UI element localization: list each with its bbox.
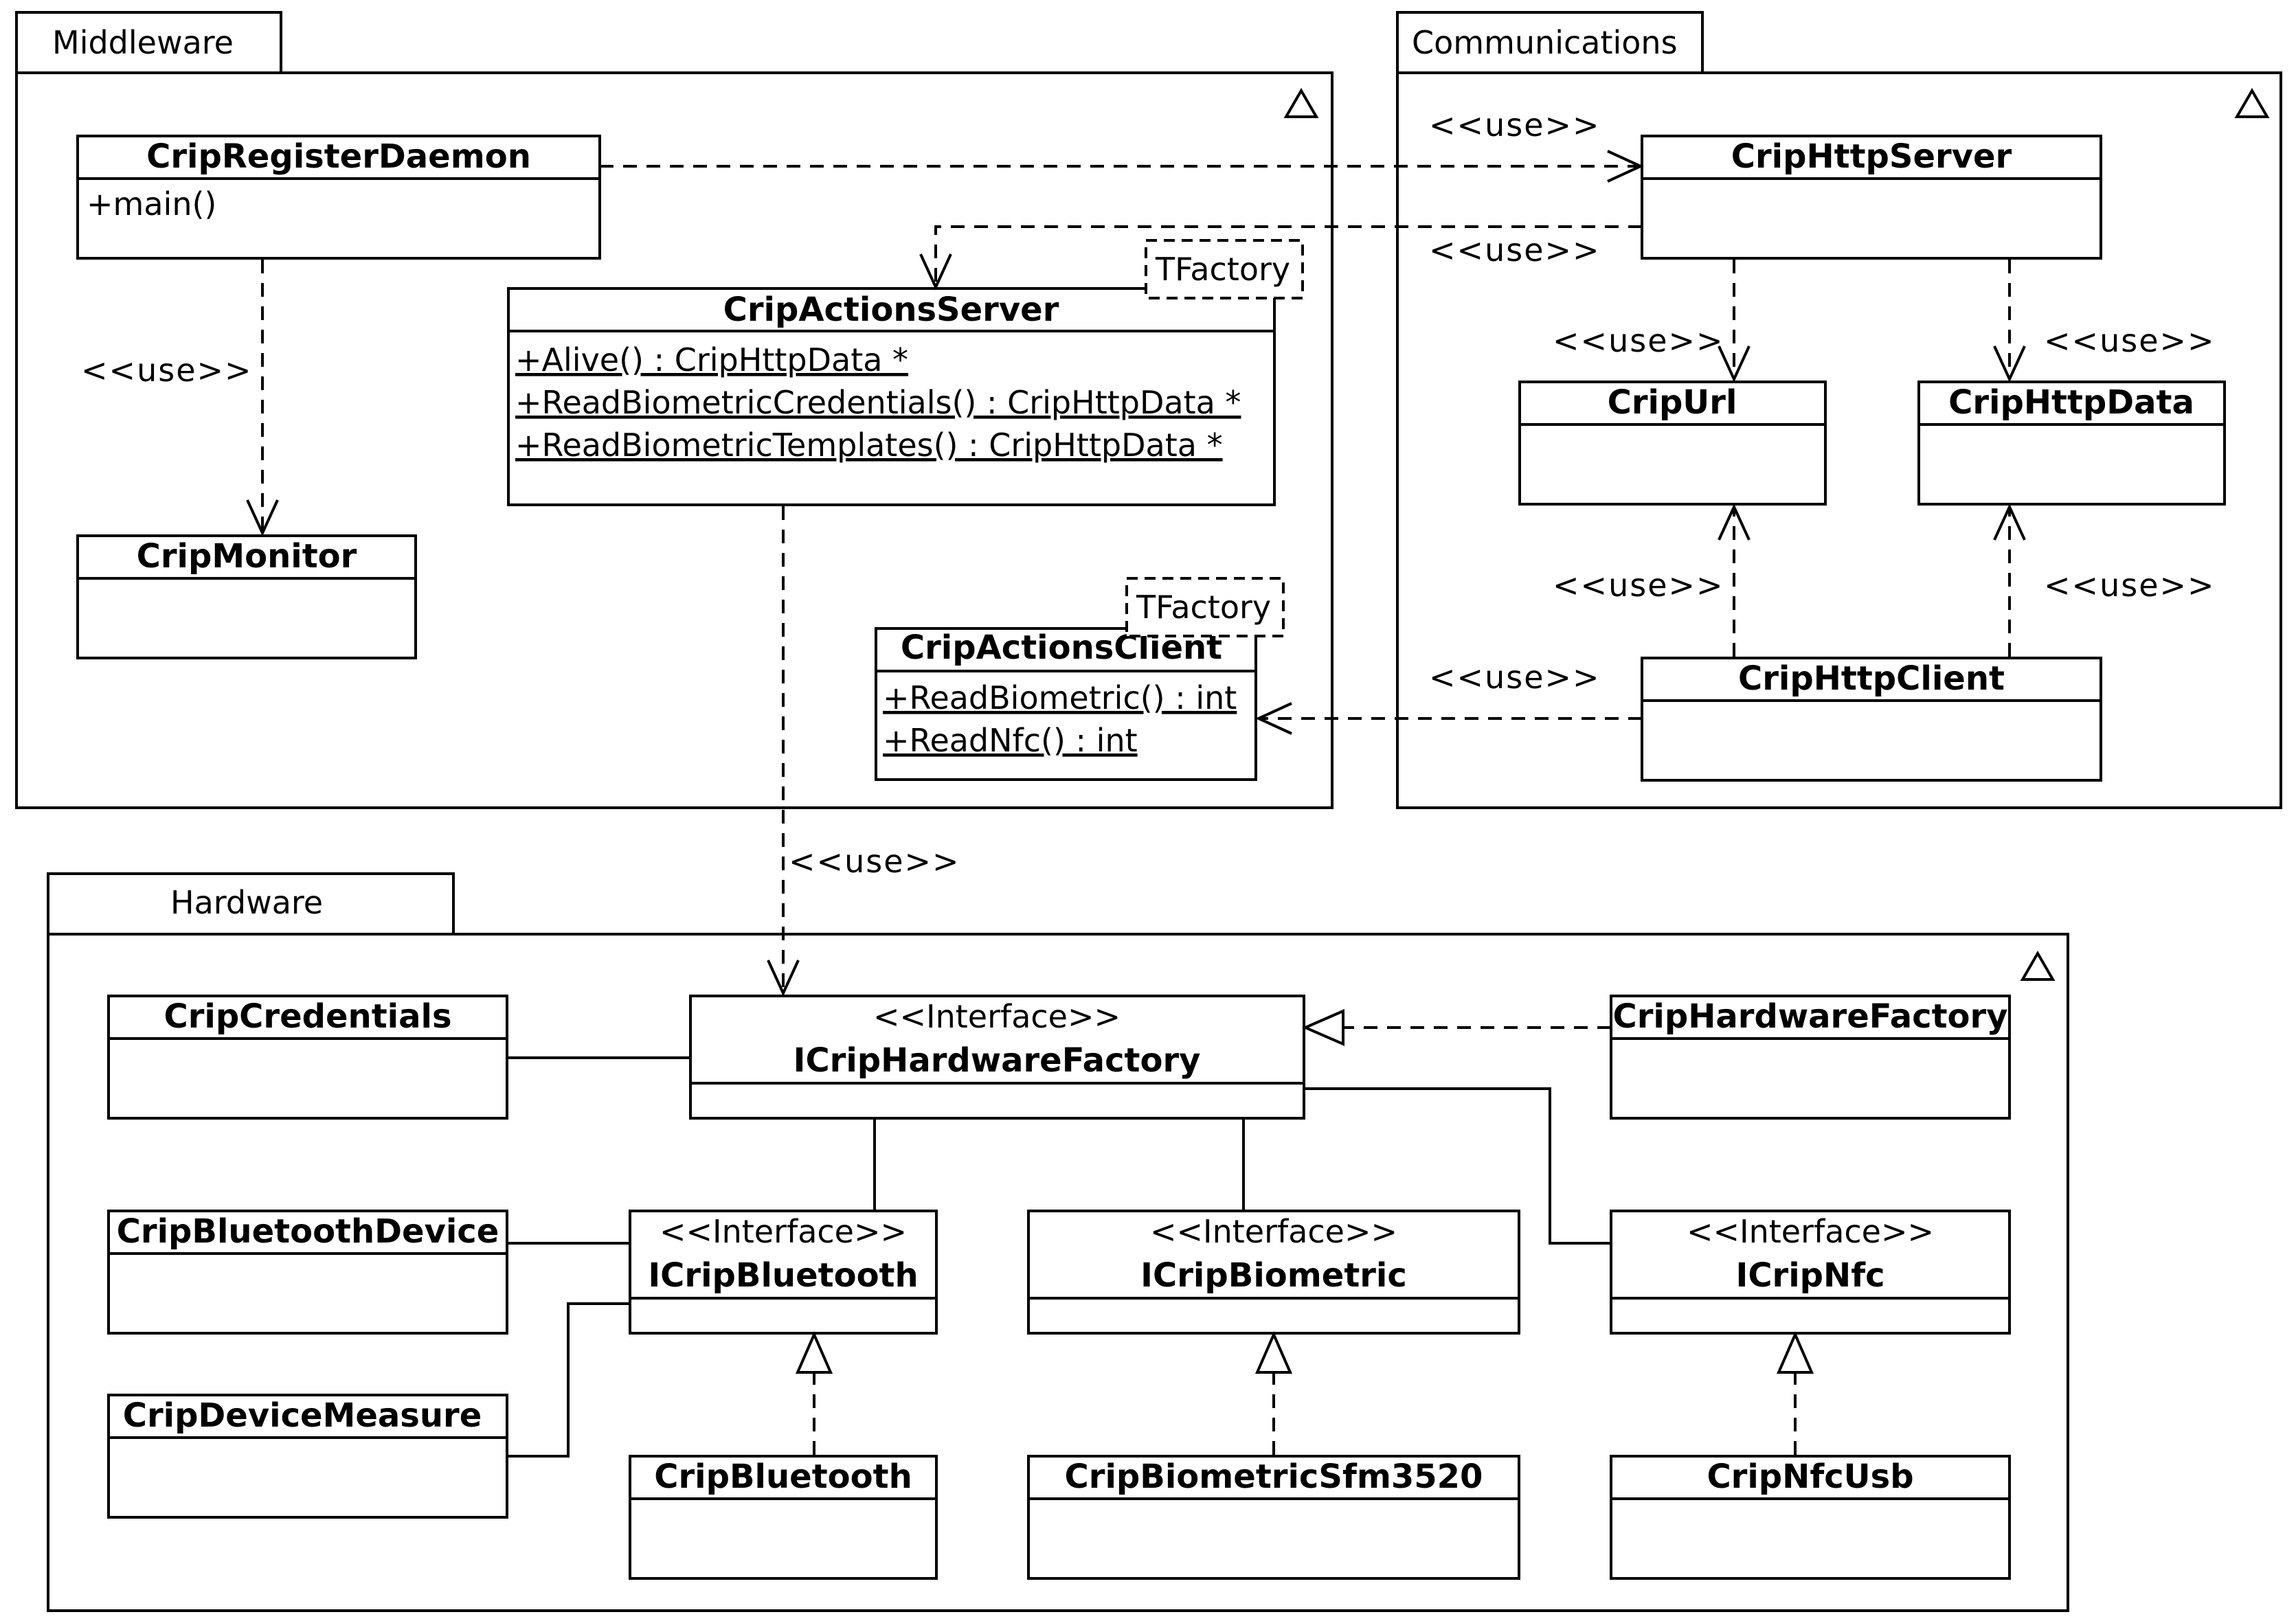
class-member: +ReadBiometric() : int	[883, 679, 1237, 716]
use-label: <<use>>	[1429, 106, 1601, 144]
package-icon	[2020, 951, 2056, 981]
class-crip-register-daemon: CripRegisterDaemon +main()	[76, 135, 601, 260]
class-crip-actions-server: CripActionsServer +Alive() : CripHttpDat…	[507, 239, 1304, 506]
package-icon	[1283, 88, 1319, 118]
use-label: <<use>>	[2044, 567, 2216, 604]
class-crip-http-client: CripHttpClient	[1641, 657, 2102, 782]
dependency-daemon-to-http-server: <<use>>	[600, 106, 1644, 183]
class-crip-monitor: CripMonitor	[76, 534, 417, 659]
use-label: <<use>>	[1429, 659, 1601, 696]
class-crip-credentials: CripCredentials	[107, 995, 508, 1120]
template-parameter-box	[1145, 239, 1304, 299]
class-crip-hardware-factory: CripHardwareFactory	[1610, 995, 2011, 1120]
class-crip-actions-client: CripActionsClient +ReadBiometric() : int…	[875, 577, 1285, 781]
package-hardware: Hardware	[47, 872, 2069, 1612]
class-name: CripCredentials	[164, 997, 451, 1036]
class-crip-bluetooth-device: CripBluetoothDevice	[107, 1210, 508, 1335]
class-name: CripActionsServer	[723, 291, 1059, 329]
use-label: <<use>>	[1553, 567, 1724, 604]
class-name: CripHttpClient	[1738, 659, 2005, 698]
class-crip-biometric-sfm3520: CripBiometricSfm3520	[1027, 1455, 1520, 1580]
interface-icrip-nfc: <<Interface>> ICripNfc	[1610, 1210, 2011, 1335]
package-hardware-label: Hardware	[170, 884, 323, 921]
class-crip-bluetooth: CripBluetooth	[629, 1455, 938, 1580]
template-parameter-box	[1125, 577, 1285, 637]
class-name: CripHttpServer	[1731, 137, 2012, 176]
class-name: CripBluetoothDevice	[117, 1212, 499, 1251]
dependency-http-client-to-http-data: <<use>>	[1993, 503, 2216, 657]
class-name: CripHardwareFactory	[1613, 997, 2008, 1036]
use-label: <<use>>	[1429, 231, 1601, 269]
class-crip-http-server: CripHttpServer	[1641, 135, 2102, 260]
package-communications-label: Communications	[1412, 24, 1678, 61]
class-crip-device-measure: CripDeviceMeasure	[107, 1394, 508, 1519]
interface-icrip-bluetooth: <<Interface>> ICripBluetooth	[629, 1210, 938, 1335]
package-middleware: Middleware	[15, 11, 1333, 809]
package-middleware-label: Middleware	[52, 24, 234, 61]
realization-biometric	[1254, 1330, 1293, 1455]
class-crip-url: CripUrl	[1518, 381, 1827, 506]
class-name: ICripBiometric	[1140, 1256, 1407, 1295]
class-member: +main()	[87, 185, 216, 223]
dependency-http-server-to-url: <<use>>	[1553, 260, 1751, 383]
interface-stereotype: <<Interface>>	[1150, 1213, 1397, 1250]
package-communications: Communications	[1396, 11, 2282, 809]
dependency-http-server-to-http-data: <<use>>	[1993, 260, 2216, 383]
dependency-http-client-to-actions-client: <<use>>	[1255, 659, 1642, 735]
dependency-daemon-to-monitor: <<use>>	[81, 260, 279, 536]
class-name: ICripBluetooth	[648, 1256, 918, 1295]
class-name: CripBiometricSfm3520	[1065, 1458, 1483, 1496]
dependency-actions-server-to-hardware-factory: <<use>>	[767, 506, 960, 997]
use-label: <<use>>	[789, 843, 960, 880]
realization-bluetooth	[795, 1330, 833, 1455]
class-member: +ReadBiometricCredentials() : CripHttpDa…	[515, 384, 1241, 421]
interface-icrip-biometric: <<Interface>> ICripBiometric	[1027, 1210, 1520, 1335]
use-label: <<use>>	[81, 352, 253, 389]
dependency-http-server-to-actions-server: <<use>>	[919, 225, 1642, 291]
use-label: <<use>>	[1553, 322, 1724, 359]
class-member: +ReadBiometricTemplates() : CripHttpData…	[515, 427, 1223, 464]
interface-stereotype: <<Interface>>	[873, 998, 1121, 1035]
class-member: +ReadNfc() : int	[883, 722, 1138, 759]
package-icon	[2234, 88, 2270, 118]
class-crip-http-data: CripHttpData	[1917, 381, 2226, 506]
realization-nfc	[1776, 1330, 1814, 1455]
interface-icrip-hardware-factory: <<Interface>> ICripHardwareFactory	[689, 995, 1305, 1120]
interface-stereotype: <<Interface>>	[1687, 1213, 1934, 1250]
class-name: CripUrl	[1608, 383, 1737, 422]
class-name: CripMonitor	[137, 537, 357, 576]
class-name: CripNfcUsb	[1707, 1458, 1913, 1496]
associations	[507, 1056, 1611, 1458]
class-crip-nfc-usb: CripNfcUsb	[1610, 1455, 2011, 1580]
class-name: ICripHardwareFactory	[794, 1041, 1201, 1080]
class-name: CripBluetooth	[654, 1458, 912, 1496]
class-name: CripRegisterDaemon	[146, 137, 531, 176]
template-parameter: TFactory	[1155, 251, 1290, 288]
class-name: CripDeviceMeasure	[123, 1396, 482, 1435]
class-name: ICripNfc	[1735, 1256, 1884, 1295]
realization-hardware-factory	[1301, 1008, 1611, 1047]
template-parameter: TFactory	[1136, 589, 1271, 626]
association-factory-nfc	[1304, 1087, 1611, 1245]
class-name: CripHttpData	[1948, 383, 2194, 422]
class-member: +Alive() : CripHttpData *	[515, 341, 908, 378]
interface-stereotype: <<Interface>>	[660, 1213, 907, 1250]
association-device-measure	[507, 1302, 630, 1458]
dependency-http-client-to-url: <<use>>	[1553, 503, 1751, 657]
use-label: <<use>>	[2044, 322, 2216, 359]
